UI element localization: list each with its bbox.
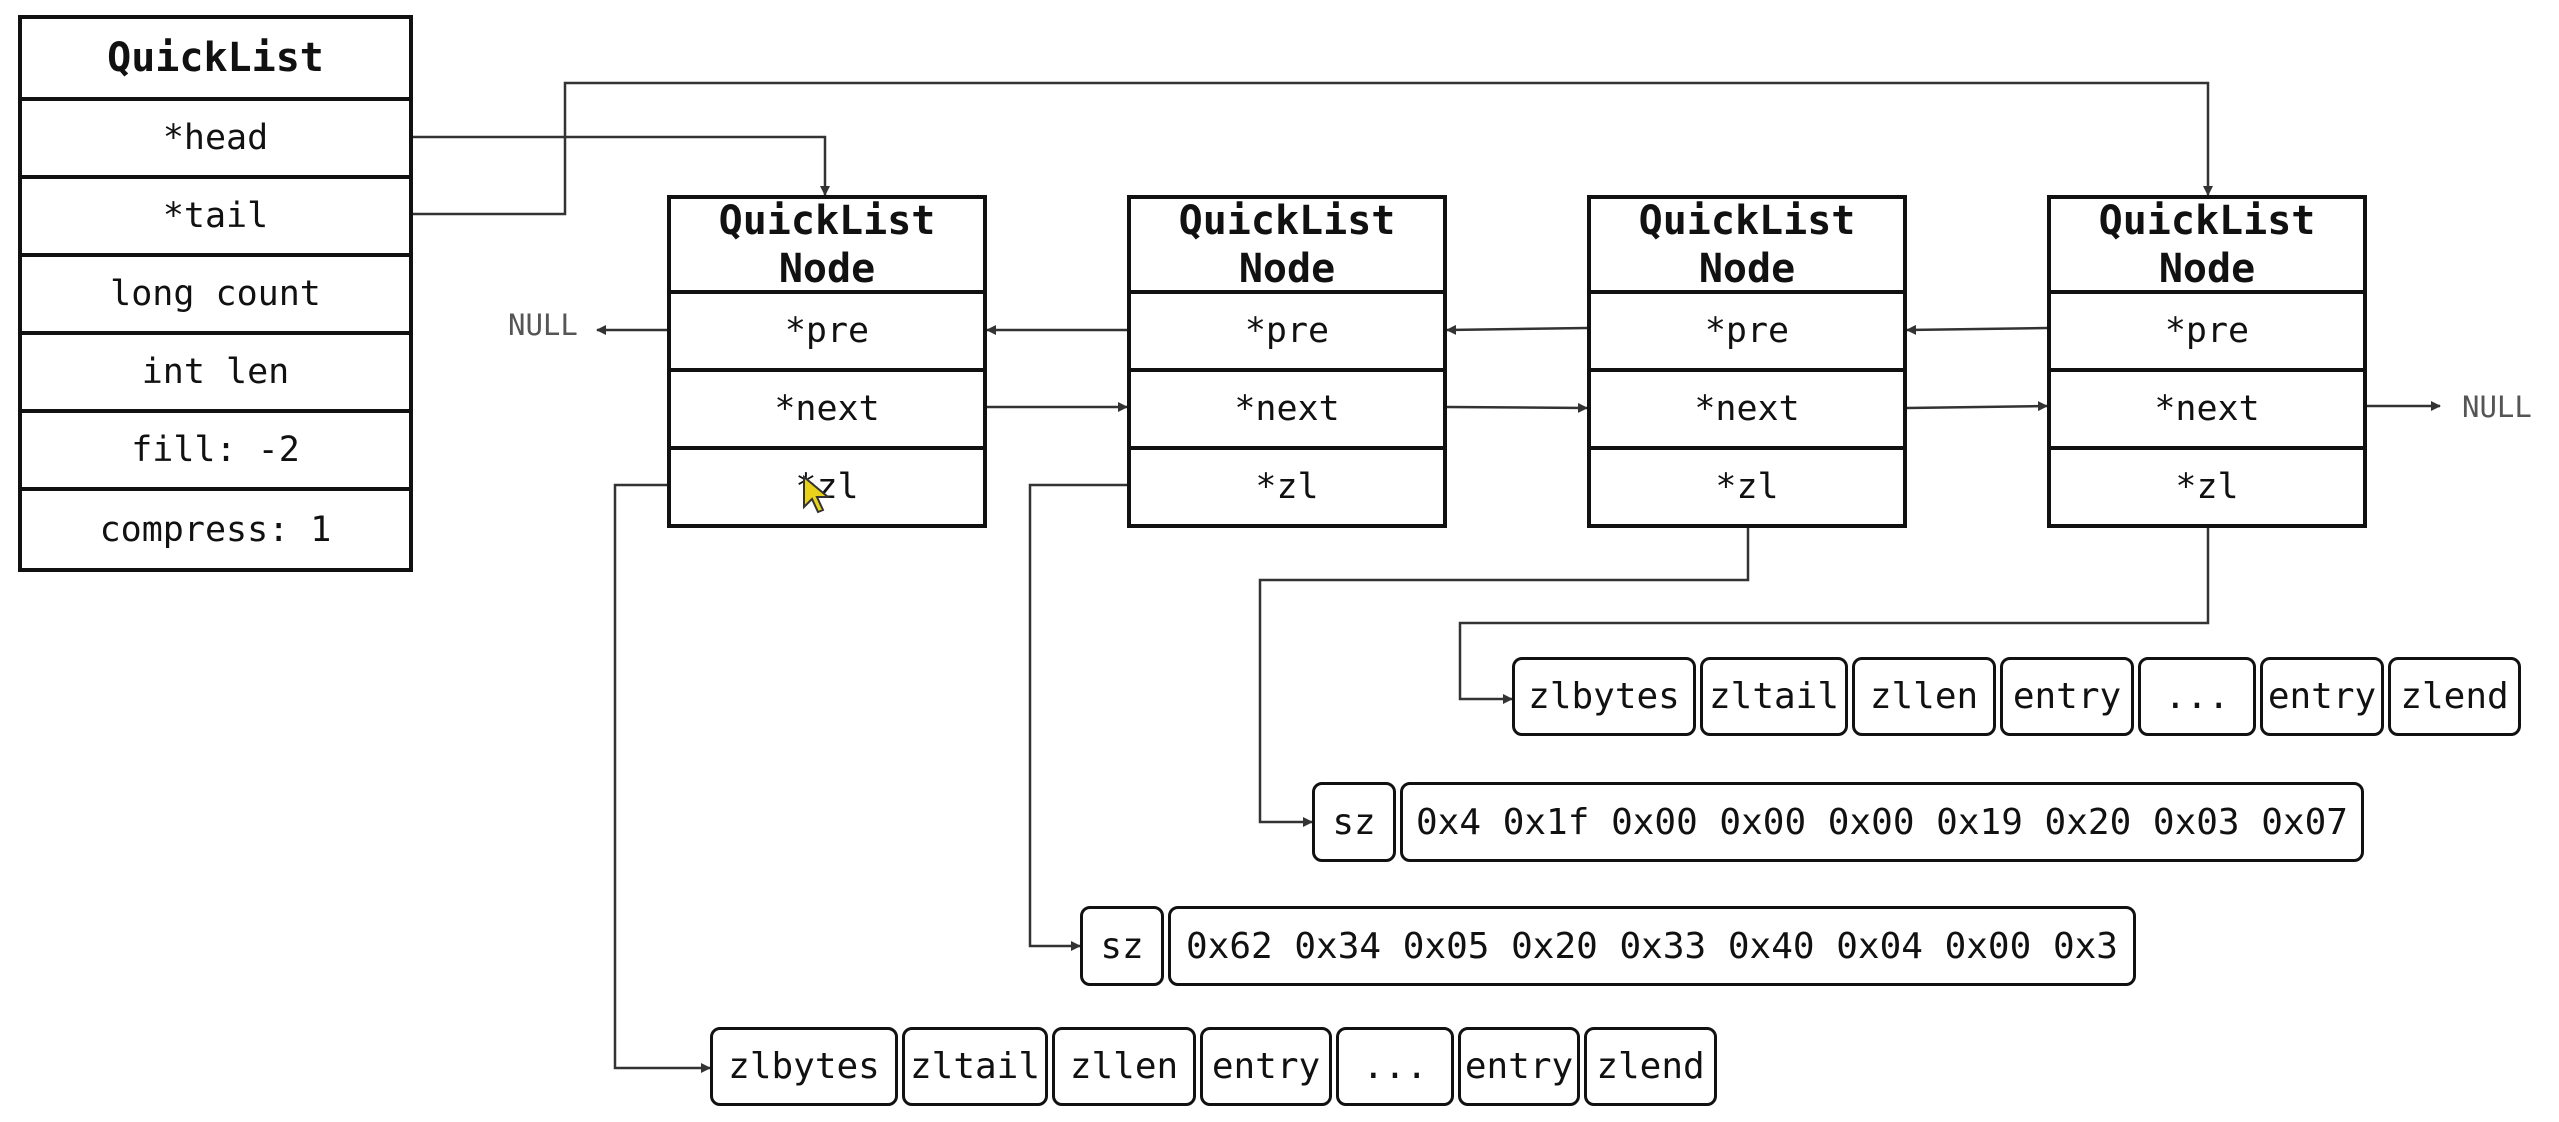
quicklist-field-compress: compress: 1 [99, 509, 332, 550]
ziplist-bottom-entry-last: entry [1458, 1027, 1580, 1106]
node-title-line1: QuickList [2098, 197, 2316, 244]
ziplist-top-entry-last: entry [2260, 657, 2384, 736]
ziplist-bottom-zllen: zllen [1052, 1027, 1196, 1106]
ziplist-bottom-entry: entry [1200, 1027, 1332, 1106]
ziplist-top-zltail: zltail [1700, 657, 1848, 736]
node4-pre-arrow [1906, 324, 2048, 335]
node-4-zl: *zl [2175, 467, 2239, 507]
ziplist-top-zllen: zllen [1852, 657, 1996, 736]
ziplist-bottom-zlbytes: zlbytes [710, 1027, 898, 1106]
node-2-pre: *pre [1131, 294, 1443, 372]
quicklist-field-len: int len [22, 335, 409, 413]
node-4-pre: *pre [2051, 294, 2363, 372]
ziplist-top-zlend: zlend [2388, 657, 2521, 736]
node-3-title: QuickList Node [1591, 197, 1903, 294]
node-2-title: QuickList Node [1131, 197, 1443, 294]
ziplist-top-zlbytes: zlbytes [1512, 657, 1696, 736]
node-2-next: *next [1131, 372, 1443, 450]
ziplist-top-entry: entry [2000, 657, 2134, 736]
node-4-next: *next [2051, 372, 2363, 450]
quicklist-node-1: QuickList Node *pre *next *zl [667, 195, 987, 528]
ziplist-bottom-zlend: zlend [1584, 1027, 1717, 1106]
node-1-pre: *pre [671, 294, 983, 372]
node-3-zl: *zl [1715, 467, 1779, 507]
mouse-pointer-icon [803, 475, 831, 514]
quicklist-title: QuickList [22, 19, 409, 101]
quicklist-field-head: *head [22, 101, 409, 179]
compressed-2-sz: sz [1080, 906, 1164, 986]
quicklist-node-4: QuickList Node *pre *next *zl [2047, 195, 2367, 528]
node-title-line1: QuickList [718, 197, 936, 244]
compressed-2-bytes: 0x62 0x34 0x05 0x20 0x33 0x40 0x04 0x00 … [1168, 906, 2136, 986]
node-title-line2: Node [1698, 245, 1796, 292]
node-1-title: QuickList Node [671, 197, 983, 294]
node1-zl-arrow [613, 483, 711, 1073]
node-title-line1: QuickList [1178, 197, 1396, 244]
quicklist-struct: QuickList *head *tail long count int len… [18, 15, 413, 572]
quicklist-field-tail: *tail [22, 179, 409, 257]
ziplist-bottom-zltail: zltail [902, 1027, 1048, 1106]
compressed-1-bytes: 0x4 0x1f 0x00 0x00 0x00 0x19 0x20 0x03 0… [1400, 782, 2364, 862]
node-title-line2: Node [2158, 245, 2256, 292]
node-3-next: *next [1591, 372, 1903, 450]
compressed-1-sz: sz [1312, 782, 1396, 862]
ziplist-top-ellipsis: ... [2138, 657, 2256, 736]
node-3-pre: *pre [1591, 294, 1903, 372]
quicklist-node-2: QuickList Node *pre *next *zl [1127, 195, 1447, 528]
node-title-line2: Node [1238, 245, 1336, 292]
node4-zl-arrow [1458, 528, 2210, 704]
null-label-left: NULL [508, 308, 578, 342]
null-label-right: NULL [2462, 390, 2532, 424]
node-title-line2: Node [778, 245, 876, 292]
node2-zl-arrow [1028, 483, 1127, 951]
node-1-next: *next [671, 372, 983, 450]
tail-pointer-arrow [410, 81, 2213, 216]
quicklist-field-fill: fill: -2 [22, 413, 409, 491]
ziplist-bottom-ellipsis: ... [1336, 1027, 1454, 1106]
node3-zl-arrow [1258, 528, 1750, 827]
node-title-line1: QuickList [1638, 197, 1856, 244]
node3-pre-arrow [1446, 324, 1588, 335]
node2-next-arrow [1446, 402, 1588, 413]
node3-next-arrow [1906, 401, 2048, 412]
quicklist-field-count: long count [22, 257, 409, 335]
head-pointer-arrow [410, 135, 830, 196]
quicklist-node-3: QuickList Node *pre *next *zl [1587, 195, 1907, 528]
node-4-title: QuickList Node [2051, 197, 2363, 294]
node-2-zl: *zl [1255, 467, 1319, 507]
